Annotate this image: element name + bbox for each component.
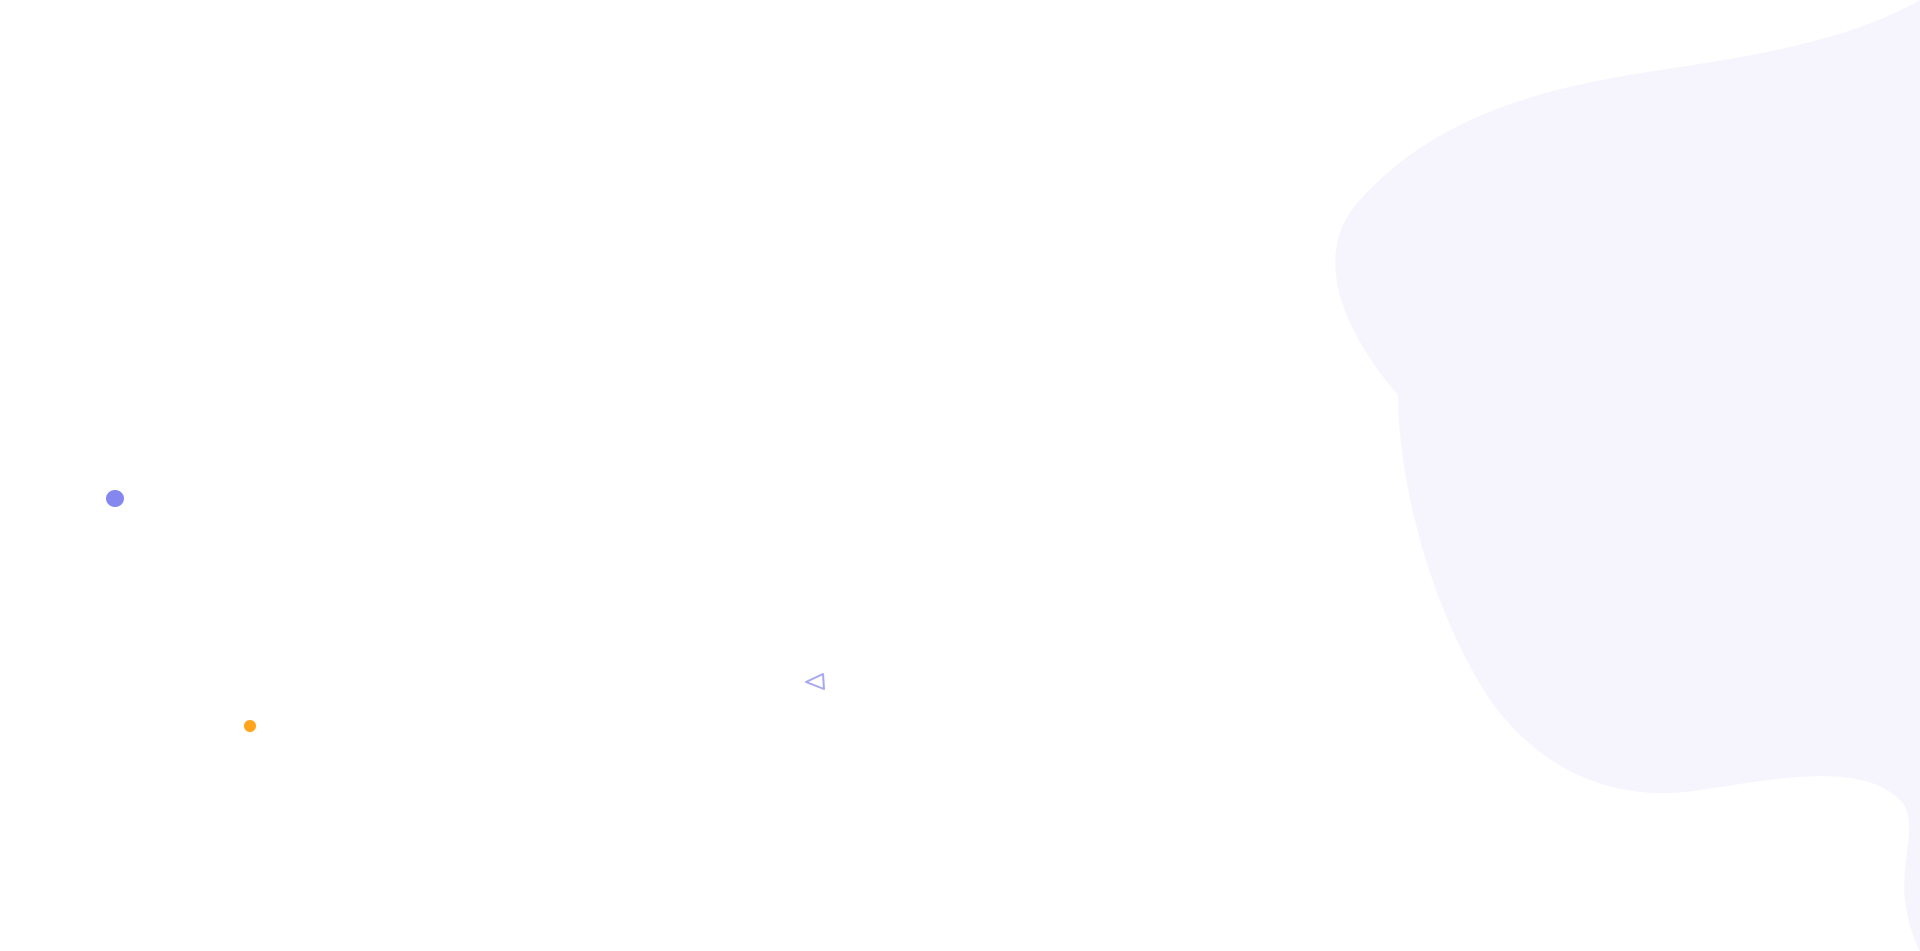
triangle-outline-icon	[805, 673, 825, 690]
blue-dot-decoration	[106, 490, 124, 507]
orange-dot-decoration	[244, 720, 256, 732]
